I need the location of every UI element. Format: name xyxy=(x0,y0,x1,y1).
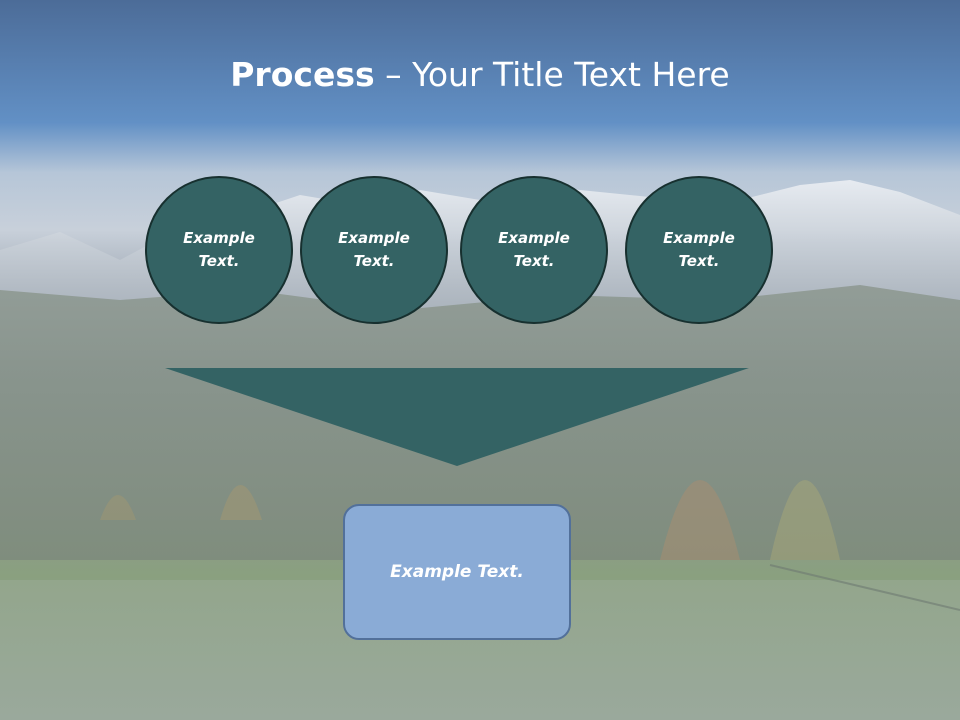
funnel-arrow-shape xyxy=(165,368,749,466)
process-step-circle-2: Example Text. xyxy=(300,176,448,324)
process-step-label-2: Example Text. xyxy=(338,229,410,270)
process-step-circle-3: Example Text. xyxy=(460,176,608,324)
funnel-triangle xyxy=(165,368,749,466)
process-step-label-1: Example Text. xyxy=(183,229,255,270)
slide-title: Process – Your Title Text Here xyxy=(0,50,960,100)
title-rest-part: – Your Title Text Here xyxy=(374,55,730,94)
process-step-label-4: Example Text. xyxy=(663,229,735,270)
title-bold-part: Process xyxy=(230,55,375,94)
result-box: Example Text. xyxy=(343,504,571,640)
process-step-label-3: Example Text. xyxy=(498,229,570,270)
process-step-circle-4: Example Text. xyxy=(625,176,773,324)
process-step-circle-1: Example Text. xyxy=(145,176,293,324)
result-label: Example Text. xyxy=(390,562,524,582)
